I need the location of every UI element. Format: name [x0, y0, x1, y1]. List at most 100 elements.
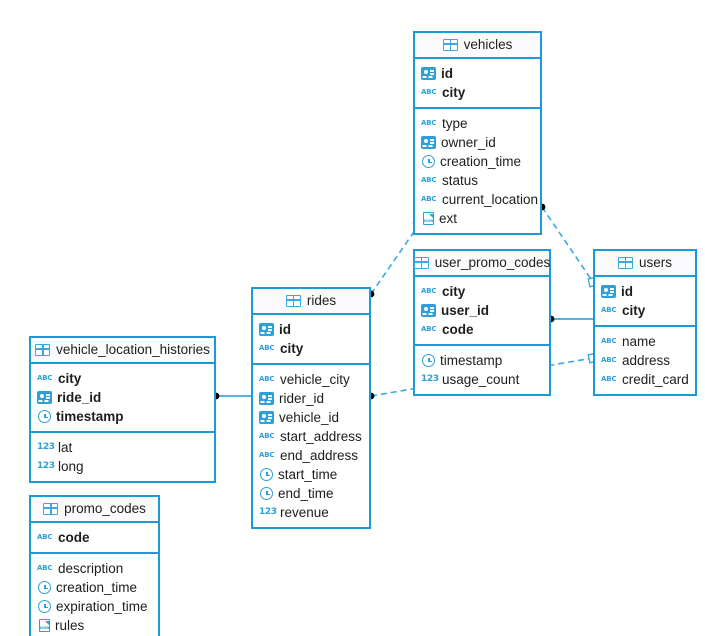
column-row[interactable]: ABC city	[253, 339, 369, 358]
table-title: vehicle_location_histories	[56, 342, 210, 358]
column-name: expiration_time	[56, 598, 148, 614]
badge-icon	[601, 285, 616, 298]
badge-icon	[421, 304, 436, 317]
abc-icon: ABC	[601, 306, 617, 314]
abc-icon: ABC	[259, 432, 275, 440]
column-name: revenue	[280, 504, 329, 520]
badge-icon	[259, 411, 274, 424]
column-row[interactable]: ext	[415, 209, 540, 228]
abc-icon: ABC	[421, 287, 437, 295]
column-name: city	[442, 84, 466, 100]
column-name: vehicle_id	[279, 409, 340, 425]
column-row[interactable]: ride_id	[31, 388, 214, 407]
badge-icon	[259, 323, 274, 336]
column-name: vehicle_city	[280, 371, 350, 387]
column-row[interactable]: ABC start_address	[253, 427, 369, 446]
column-name: rider_id	[279, 390, 325, 406]
column-name: long	[58, 458, 84, 474]
number-icon: 123	[259, 507, 277, 517]
table-icon	[442, 39, 458, 51]
column-name: user_id	[441, 302, 490, 318]
abc-icon: ABC	[37, 564, 53, 572]
abc-icon: ABC	[421, 88, 437, 96]
json-icon	[423, 212, 434, 225]
column-name: lat	[58, 439, 73, 455]
column-row[interactable]: id	[253, 320, 369, 339]
column-row[interactable]: ABC city	[415, 83, 540, 102]
clock-icon	[422, 354, 435, 367]
badge-icon	[259, 392, 274, 405]
clock-icon	[422, 155, 435, 168]
column-name: timestamp	[440, 352, 503, 368]
column-row[interactable]: expiration_time	[31, 597, 158, 616]
column-row[interactable]: owner_id	[415, 133, 540, 152]
clock-icon	[38, 581, 51, 594]
column-name: current_location	[442, 191, 539, 207]
column-name: creation_time	[440, 153, 522, 169]
column-row[interactable]: creation_time	[31, 578, 158, 597]
column-row[interactable]: start_time	[253, 465, 369, 484]
column-name: start_address	[280, 428, 362, 444]
table-header-promo_codes[interactable]: promo_codes	[31, 497, 158, 523]
table-header-vehicles[interactable]: vehicles	[415, 33, 540, 59]
column-row[interactable]: ABC vehicle_city	[253, 370, 369, 389]
column-row[interactable]: rider_id	[253, 389, 369, 408]
abc-icon: ABC	[421, 195, 437, 203]
column-row[interactable]: id	[595, 282, 695, 301]
column-name: code	[58, 529, 90, 545]
column-row[interactable]: ABC current_location	[415, 190, 540, 209]
abc-icon: ABC	[421, 176, 437, 184]
table-header-vehicle_location_histories[interactable]: vehicle_location_histories	[31, 338, 214, 364]
column-name: rules	[55, 617, 85, 633]
abc-icon: ABC	[601, 337, 617, 345]
column-row[interactable]: creation_time	[415, 152, 540, 171]
column-row[interactable]: timestamp	[31, 407, 214, 426]
column-row[interactable]: rules	[31, 616, 158, 635]
table-header-rides[interactable]: rides	[253, 289, 369, 315]
column-row[interactable]: vehicle_id	[253, 408, 369, 427]
clock-icon	[260, 487, 273, 500]
column-row[interactable]: id	[415, 64, 540, 83]
column-name: credit_card	[622, 371, 689, 387]
abc-icon: ABC	[259, 344, 275, 352]
table-header-users[interactable]: users	[595, 251, 695, 277]
column-row[interactable]: user_id	[415, 301, 549, 320]
column-row[interactable]: end_time	[253, 484, 369, 503]
column-name: id	[279, 321, 291, 337]
table-header-user_promo_codes[interactable]: user_promo_codes	[413, 251, 551, 277]
table-title: user_promo_codes	[434, 255, 551, 271]
number-icon: 123	[37, 442, 55, 452]
column-name: id	[621, 283, 633, 299]
abc-icon: ABC	[259, 375, 275, 383]
column-name: city	[280, 340, 304, 356]
column-name: creation_time	[56, 579, 138, 595]
column-row[interactable]: timestamp	[415, 351, 549, 370]
